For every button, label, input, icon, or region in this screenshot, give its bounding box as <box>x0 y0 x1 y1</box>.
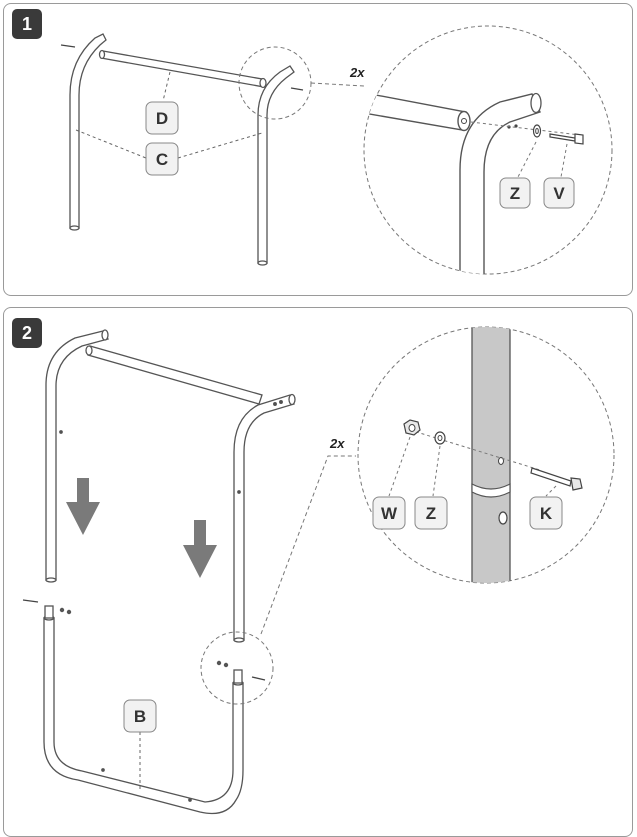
washer-icon <box>532 124 542 138</box>
washer-icon <box>434 431 446 445</box>
label-z-step-1: Z <box>510 184 520 203</box>
multiplier-step-2: 2x <box>329 436 345 451</box>
multiplier-step-1: 2x <box>349 65 365 80</box>
label-c: C <box>156 150 168 169</box>
step-2-panel <box>3 307 633 837</box>
down-arrow-icon <box>66 478 100 535</box>
label-b: B <box>134 707 146 726</box>
detail-callout-large <box>363 25 613 275</box>
label-k: K <box>540 504 553 523</box>
label-w: W <box>381 504 398 523</box>
bolt-icon <box>22 599 39 603</box>
bolt-icon <box>60 44 304 91</box>
detail-callout-small <box>200 631 274 705</box>
frame-part-c-left <box>69 33 107 231</box>
bolt-icon <box>530 467 583 491</box>
label-w-box <box>372 496 406 530</box>
label-v-box <box>543 177 575 209</box>
frame-part-c-right <box>257 65 295 266</box>
label-v: V <box>553 184 565 203</box>
label-d-box <box>145 101 179 135</box>
detail-view-2 <box>388 327 583 583</box>
step-2-drawing: B 2x <box>22 326 615 815</box>
step-1-drawing: D C 2x <box>60 25 613 275</box>
bolt-icon <box>251 676 266 681</box>
label-z-box <box>499 177 531 209</box>
bolt-icon <box>549 133 576 142</box>
upper-frame <box>45 329 296 643</box>
label-z-box <box>414 496 448 530</box>
crossbar-part-d <box>98 49 267 89</box>
nut-icon <box>403 419 421 436</box>
nut-icon <box>216 660 229 668</box>
step-1-badge: 1 <box>12 9 42 39</box>
detail-view-1 <box>364 91 584 274</box>
step-2-badge: 2 <box>12 318 42 348</box>
label-b-box <box>123 699 157 733</box>
label-z-step-2: Z <box>426 504 436 523</box>
label-k-box <box>529 496 563 530</box>
base-frame-part-b <box>43 605 244 815</box>
nut-icon <box>59 607 72 615</box>
label-c-box <box>145 142 179 176</box>
down-arrow-icon <box>183 520 217 578</box>
label-d: D <box>156 109 168 128</box>
